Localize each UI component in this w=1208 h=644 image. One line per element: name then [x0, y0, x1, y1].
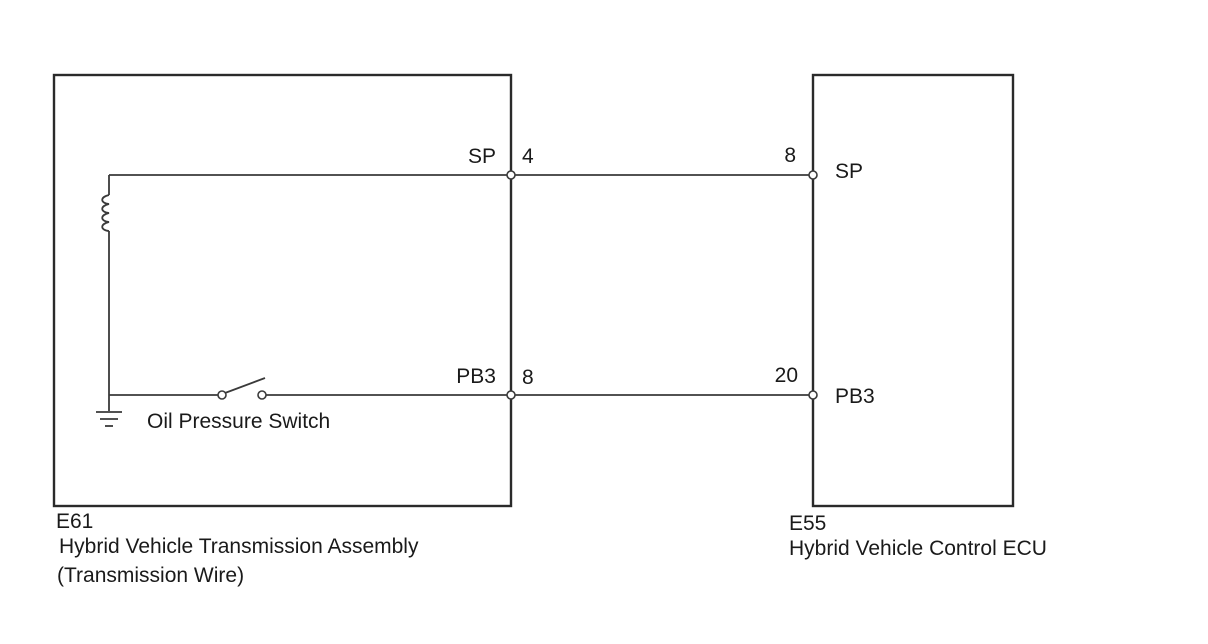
left-component-name: Hybrid Vehicle Transmission Assembly: [59, 535, 419, 558]
switch-icon: [217, 377, 267, 400]
pb3-left-label: PB3: [456, 365, 496, 388]
sp-right-pin-number: 8: [784, 144, 796, 167]
control-ecu-box: [811, 73, 1015, 508]
oil-pressure-switch-label: Oil Pressure Switch: [147, 410, 330, 433]
left-component-subname: (Transmission Wire): [57, 564, 244, 587]
sp-right-label: SP: [835, 160, 863, 183]
pin-pb3-left: [506, 390, 516, 400]
sp-left-pin-number: 4: [522, 145, 534, 168]
sp-left-label: SP: [468, 145, 496, 168]
right-component-name: Hybrid Vehicle Control ECU: [789, 537, 1047, 560]
pb3-right-pin-number: 20: [775, 364, 798, 387]
solenoid-coil-icon: [101, 194, 110, 232]
left-component-code: E61: [56, 510, 93, 533]
pin-pb3-right: [808, 390, 818, 400]
pin-sp-left: [506, 170, 516, 180]
right-component-code: E55: [789, 512, 826, 535]
pb3-left-pin-number: 8: [522, 366, 534, 389]
pb3-right-label: PB3: [835, 385, 875, 408]
pin-sp-right: [808, 170, 818, 180]
transmission-assembly-box: [52, 73, 513, 508]
ground-icon: [96, 411, 122, 427]
